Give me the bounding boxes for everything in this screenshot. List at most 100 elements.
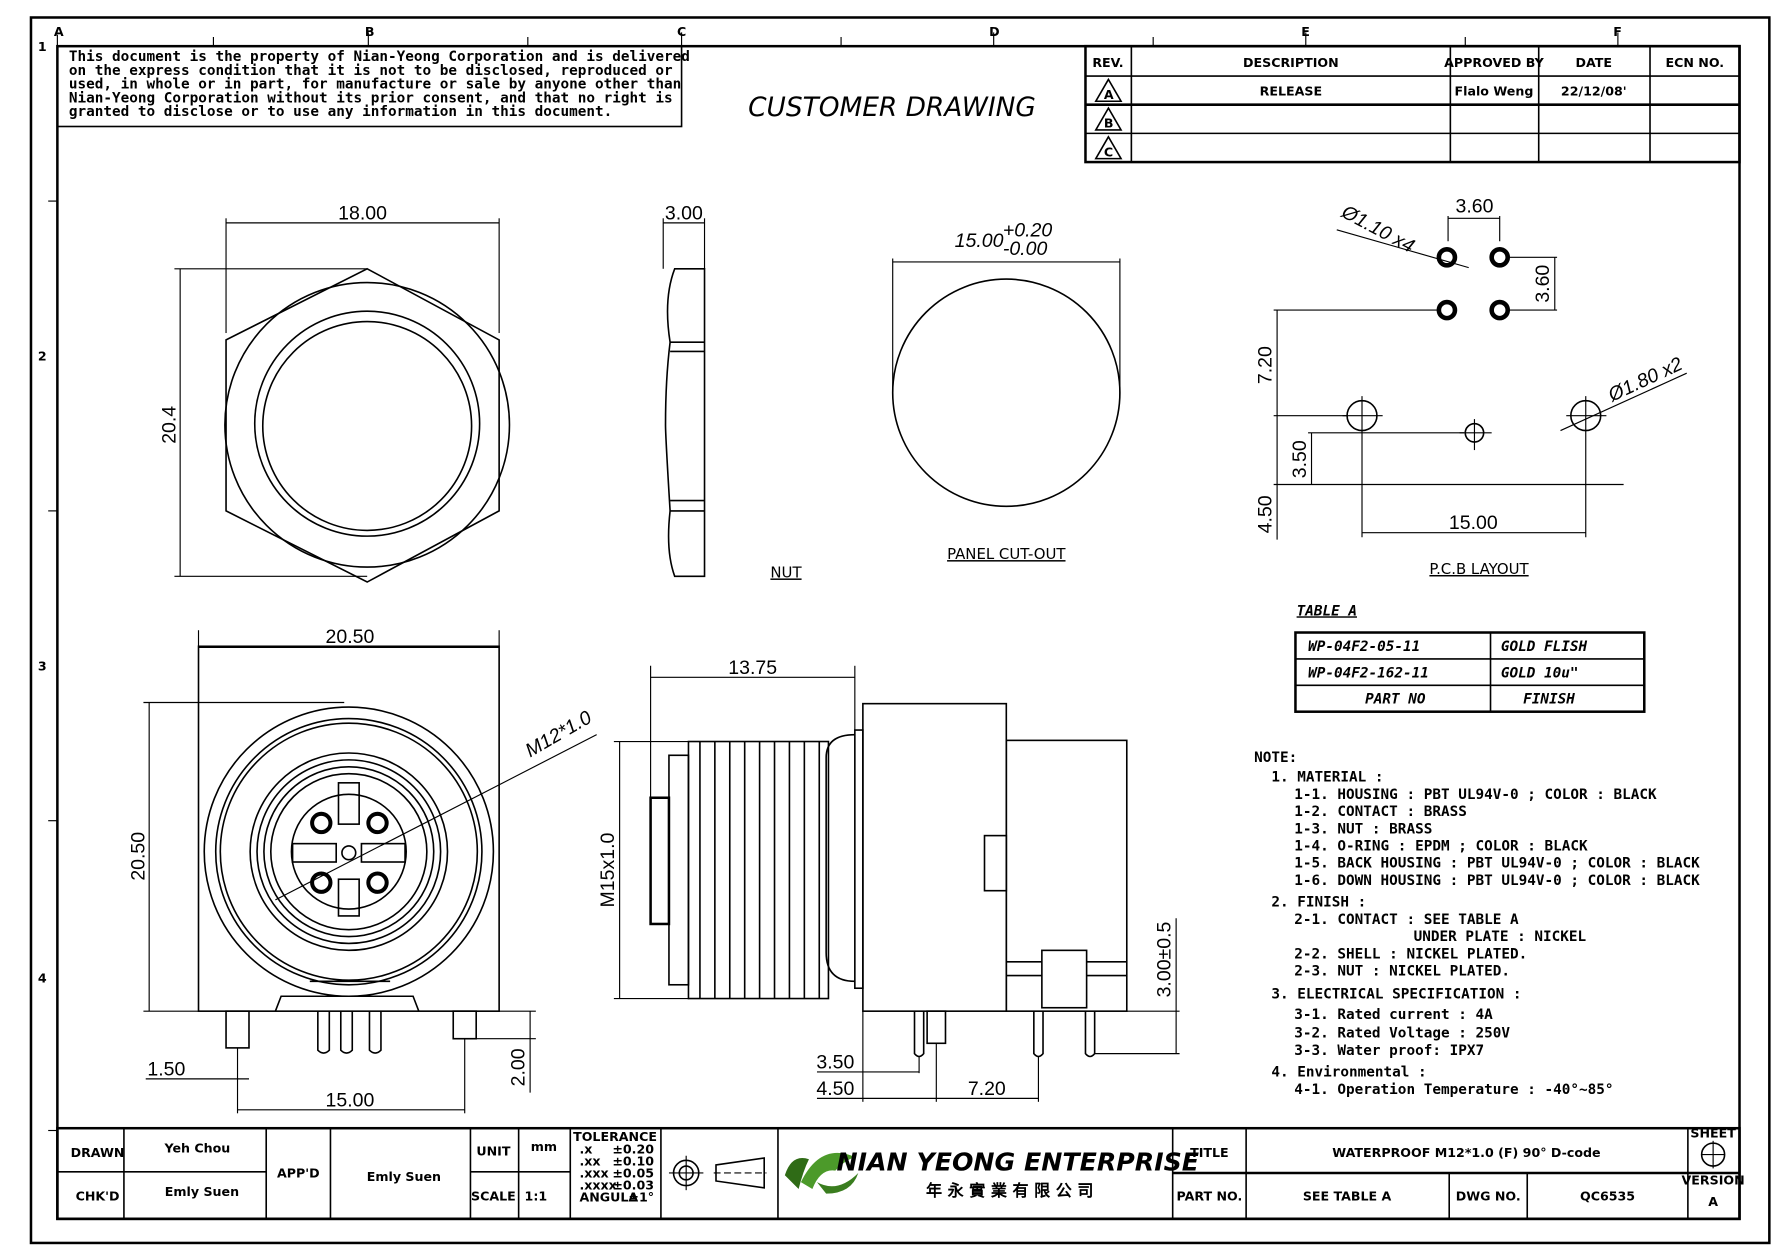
front-standoff-dim: 2.00	[507, 1048, 529, 1086]
nut-thickness-dim: 3.00	[665, 202, 703, 224]
tolerance-key: .xxx	[579, 1166, 608, 1181]
panel-cutout-label: PANEL CUT-OUT	[947, 545, 1066, 563]
contact-pin	[366, 871, 389, 894]
notes-section: NOTE: 1. MATERIAL :1-1. HOUSING : PBT UL…	[1254, 750, 1700, 1098]
note-line: 1-6. DOWN HOUSING : PBT UL94V-0 ; COLOR …	[1294, 873, 1700, 889]
connector-side-view: 13.75 M15x1.0 3.50 4.50 7.20 3.00±0.5	[597, 657, 1180, 1102]
nut-height-dim: 20.4	[159, 406, 181, 444]
tolerance-value: ±0.03	[612, 1178, 654, 1193]
contact-pin	[310, 871, 333, 894]
pcb-large-hole-callout: Ø1.80 x2	[1604, 353, 1686, 407]
rev-a-date: 22/12/08'	[1561, 84, 1627, 99]
tolerance-value: ±1°	[628, 1190, 654, 1205]
side-720-dim: 7.20	[968, 1078, 1006, 1100]
tolerance-value: ±0.10	[612, 1154, 654, 1169]
table-a-finish: GOLD FLISH	[1501, 639, 1588, 655]
panel-cutout-view: 15.00 +0.20 -0.00 PANEL CUT-OUT	[891, 220, 1121, 563]
pcb-layout-label: P.C.B LAYOUT	[1429, 560, 1529, 578]
zone-col-e: E	[1301, 24, 1310, 39]
note-line: 2-1. CONTACT : SEE TABLE A	[1294, 912, 1519, 928]
pcb-pin-hole	[1489, 299, 1511, 321]
table-a-finish: GOLD 10u"	[1501, 665, 1579, 681]
scale-value: 1:1	[525, 1188, 548, 1203]
note-line: 1-2. CONTACT : BRASS	[1294, 804, 1467, 820]
table-a-finish-header: FINISH	[1523, 692, 1575, 708]
drawn-label: DRAWN	[71, 1145, 125, 1160]
table-a: TABLE A WP-04F2-05-11 GOLD FLISH WP-04F2…	[1294, 603, 1646, 713]
appd-value: Emly Suen	[367, 1169, 441, 1184]
pcb-pitch-h-dim: 3.60	[1455, 196, 1493, 218]
description-header: DESCRIPTION	[1243, 55, 1339, 70]
note-line: 3-2. Rated Voltage : 250V	[1294, 1026, 1510, 1042]
side-pin-length-dim: 3.00±0.5	[1153, 922, 1175, 998]
zone-col-c: C	[677, 24, 686, 39]
zone-col-b: B	[365, 24, 375, 39]
table-a-part-no-header: PART NO	[1365, 692, 1426, 708]
tolerance-key: .x	[579, 1141, 592, 1156]
panel-cutout-tol-minus: -0.00	[1003, 238, 1048, 260]
panel-cutout-tol-plus: +0.20	[1003, 220, 1052, 242]
disclaimer-line: This document is the property of Nian-Ye…	[69, 49, 690, 65]
pcb-450-dim: 4.50	[1254, 495, 1276, 533]
front-pin-dim: 1.50	[147, 1058, 185, 1080]
chkd-value: Emly Suen	[165, 1184, 239, 1199]
rev-b-triangle-icon: B	[1094, 106, 1123, 131]
zone-col-f: F	[1613, 24, 1622, 39]
note-line: 2. FINISH :	[1271, 895, 1366, 911]
note-line: 1-5. BACK HOUSING : PBT UL94V-0 ; COLOR …	[1294, 856, 1700, 872]
note-line: 3-1. Rated current : 4A	[1294, 1007, 1493, 1023]
thread-ridges	[699, 741, 821, 999]
version-label: VERSION	[1682, 1172, 1745, 1187]
note-line: 3. ELECTRICAL SPECIFICATION :	[1271, 987, 1521, 1003]
drawn-value: Yeh Chou	[163, 1140, 230, 1155]
rev-a-triangle-icon: A	[1094, 77, 1123, 103]
nut-width-dim: 18.00	[338, 202, 387, 224]
note-line: UNDER PLATE : NICKEL	[1414, 929, 1587, 945]
dwg-no-value: QC6535	[1580, 1188, 1635, 1203]
contact-pin	[310, 811, 333, 835]
table-a-part-no: WP-04F2-05-11	[1308, 639, 1420, 655]
rev-a-description: RELEASE	[1260, 84, 1322, 99]
side-350-dim: 3.50	[816, 1052, 854, 1074]
note-line: 4. Environmental :	[1271, 1065, 1426, 1081]
disclaimer-line: Nian-Yeong Corporation without its prior…	[69, 90, 673, 106]
pcb-pin-hole	[1436, 299, 1458, 321]
unit-label: UNIT	[476, 1144, 510, 1159]
zone-row-2: 2	[38, 349, 47, 364]
company-logo-icon	[784, 1152, 859, 1194]
contact-pin	[366, 811, 389, 835]
svg-text:B: B	[1104, 116, 1114, 131]
note-line: 2-3. NUT : NICKEL PLATED.	[1294, 964, 1510, 980]
sheet-label: SHEET	[1690, 1125, 1736, 1140]
approved-by-header: APPROVED BY	[1444, 55, 1544, 70]
pcb-350-dim: 3.50	[1289, 440, 1311, 478]
note-line: 1. MATERIAL :	[1271, 770, 1383, 786]
version-value: A	[1708, 1194, 1718, 1209]
third-angle-projection-icon	[668, 1155, 767, 1191]
table-a-part-no: WP-04F2-162-11	[1308, 665, 1429, 681]
zone-row-1: 1	[38, 39, 47, 54]
zone-col-a: A	[54, 24, 64, 39]
ecn-header: ECN NO.	[1665, 55, 1724, 70]
note-line: 1-4. O-RING : EPDM ; COLOR : BLACK	[1294, 839, 1588, 855]
pcb-layout-view: 3.60 3.60 Ø1.10 x4 Ø1.80 x2 7.20 3.50 4.…	[1254, 196, 1687, 578]
chkd-label: CHK'D	[76, 1188, 120, 1203]
side-450-dim: 4.50	[816, 1078, 854, 1100]
pcb-small-hole-callout: Ø1.10 x4	[1337, 201, 1418, 258]
table-a-title: TABLE A	[1297, 603, 1357, 619]
title-block: DRAWN Yeh Chou CHK'D Emly Suen APP'D Eml…	[56, 1125, 1745, 1221]
disclaimer-line: granted to disclose or to use any inform…	[69, 104, 612, 120]
disclaimer-box: This document is the property of Nian-Ye…	[56, 45, 690, 128]
appd-label: APP'D	[277, 1166, 320, 1181]
svg-text:C: C	[1104, 144, 1113, 159]
pcb-720-dim: 7.20	[1254, 346, 1276, 384]
front-width-dim: 20.50	[326, 626, 375, 648]
nut-front-view: 18.00 20.4	[159, 202, 511, 583]
drawing-heading: CUSTOMER DRAWING	[748, 93, 1036, 123]
date-header: DATE	[1576, 55, 1612, 70]
note-line: 4-1. Operation Temperature : -40°~85°	[1294, 1082, 1613, 1098]
title-label: TITLE	[1190, 1145, 1229, 1160]
revision-table: REV. DESCRIPTION APPROVED BY DATE ECN NO…	[1084, 44, 1741, 164]
front-height-dim: 20.50	[128, 832, 150, 881]
